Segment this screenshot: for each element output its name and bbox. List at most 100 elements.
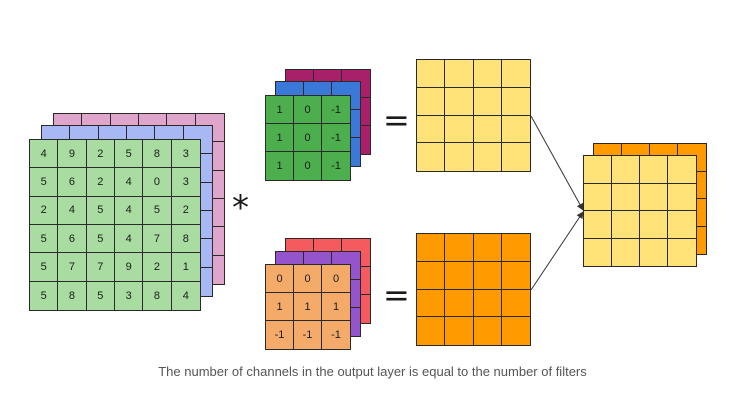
output-cell [445,87,474,116]
matrix-cell: 5 [115,140,144,169]
matrix-cell: 5 [30,168,59,197]
filter-cell: -1 [331,329,341,341]
output-cell [445,261,474,290]
matrix-cell: 8 [58,281,87,310]
output-cell [668,211,696,239]
output-cell [612,211,640,239]
filter-cell: 1 [266,152,294,180]
output-cell [473,60,502,88]
output-cell [474,317,502,345]
filter-cell: -1 [322,96,350,124]
output-cell [612,156,640,184]
output-cell [501,262,530,290]
output-cell [417,87,446,116]
matrix-cell: 4 [182,289,189,302]
matrix-cell: 4 [58,196,87,225]
output-volume-channel-1 [583,155,697,267]
filter-cell: 0 [294,152,322,180]
matrix-cell: 5 [30,253,59,282]
matrix-cell: 6 [58,168,87,197]
matrix-cell: 1 [171,253,200,282]
matrix-cell: 4 [115,225,144,254]
filter-cell: 0 [294,265,322,293]
output-cell [584,183,612,211]
matrix-cell: 5 [86,196,115,225]
matrix-cell: 7 [143,225,172,254]
output-cell [640,211,668,239]
matrix-cell: 7 [58,253,87,282]
output-cell [501,60,530,88]
output-cell [417,261,446,290]
matrix-cell: 3 [171,140,200,169]
matrix-cell: 9 [115,253,144,282]
output-cell [584,156,612,184]
figure-caption: The number of channels in the output lay… [158,364,587,379]
output-cell [584,211,612,239]
output-cell [445,60,474,88]
output-cell [501,290,530,318]
matrix-cell: 4 [30,140,59,169]
output-cell [473,289,502,318]
matrix-cell: 2 [143,253,172,282]
filter-cell: 1 [322,293,350,321]
output-cell [445,317,474,345]
output-map-2 [416,233,531,346]
matrix-cell: 5 [86,225,115,254]
output-cell [445,234,474,262]
output-cell [501,88,530,116]
output-cell [612,238,640,266]
output-cell [501,234,530,262]
output-cell [501,116,530,144]
output-cell [612,183,640,211]
output-cell [584,238,612,266]
output-map-1 [416,59,531,172]
output-cell [640,156,668,184]
filter-cell: 0 [322,265,350,293]
output-cell [474,143,502,171]
arrow-from-output-2 [530,211,584,291]
filter-cell: 1 [294,293,322,321]
output-cell [417,289,446,318]
filter-cell: -1 [322,124,350,152]
filter-cell: 0 [294,96,322,124]
filter-cell: -1 [294,321,322,349]
filter-cell: 1 [266,96,294,124]
matrix-cell: 5 [87,281,115,310]
matrix-cell: 4 [115,196,144,225]
output-cell [445,289,474,318]
matrix-cell: 2 [30,196,59,225]
matrix-cell: 4 [115,168,144,197]
output-cell [473,115,502,144]
arrow-from-output-1 [530,115,584,211]
output-cell [417,115,446,144]
equals-operator-top: = [383,101,410,139]
convolution-operator: * [232,188,249,228]
matrix-cell: 5 [143,196,172,225]
matrix-cell: 7 [86,253,115,282]
output-cell [668,156,696,184]
matrix-cell: 3 [171,168,200,197]
matrix-cell: 2 [171,197,200,225]
matrix-cell: 8 [143,140,172,169]
matrix-cell: 9 [58,140,87,169]
output-cell [640,238,668,266]
matrix-cell: 8 [143,281,172,310]
matrix-cell: 5 [30,281,59,310]
output-cell [417,143,446,171]
filter-cell: -1 [266,321,294,349]
matrix-cell: 0 [143,168,172,197]
output-cell [668,184,696,211]
equals-operator-bottom: = [383,276,410,314]
output-cell [417,234,446,262]
matrix-cell: 6 [58,225,87,254]
filter-cell: 1 [266,293,294,321]
matrix-cell: 8 [171,225,200,254]
matrix-cell: 2 [86,168,115,197]
output-cell [473,261,502,290]
output-cell [417,60,446,88]
